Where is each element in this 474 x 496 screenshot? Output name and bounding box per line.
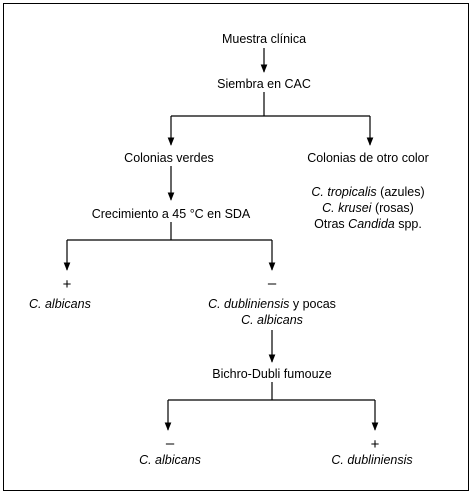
- node-other-colonies: Colonias de otro color: [307, 151, 429, 165]
- node-growth-negative-result-line-2: C. albicans: [241, 312, 303, 328]
- other-species-line-3: Otras Candida spp.: [314, 216, 422, 232]
- prefix: Otras: [314, 217, 345, 231]
- bichro-positive-sign: +: [370, 436, 380, 453]
- species-name: C. albicans: [29, 297, 91, 311]
- suffix: spp.: [398, 217, 422, 231]
- node-green-colonies: Colonias verdes: [124, 151, 214, 165]
- node-growth-test: Crecimiento a 45 °C en SDA: [91, 207, 251, 221]
- genus-name: Candida: [348, 217, 395, 231]
- other-species-line-2: C. krusei (rosas): [322, 200, 414, 216]
- species-name: C. krusei: [322, 201, 372, 215]
- node-growth-negative-result-line-1: C. dubliniensis y pocas: [208, 296, 336, 312]
- color-note: (rosas): [374, 201, 414, 215]
- node-medium: Siembra en CAC: [217, 77, 311, 91]
- node-bichro-test: Bichro-Dubli fumouze: [212, 367, 332, 381]
- species-name: C. albicans: [241, 313, 303, 327]
- color-note: (azules): [380, 185, 425, 199]
- other-species-line-1: C. tropicalis (azules): [311, 184, 424, 200]
- growth-negative-sign: –: [267, 275, 277, 292]
- node-growth-positive-result: C. albicans: [29, 296, 91, 312]
- node-root: Muestra clínica: [221, 32, 307, 46]
- species-name: C. dubliniensis: [331, 453, 413, 467]
- node-bichro-negative-result: C. albicans: [139, 452, 201, 468]
- species-name: C. tropicalis: [311, 185, 377, 199]
- diagram-frame: [3, 3, 469, 491]
- species-name: C. albicans: [139, 453, 201, 467]
- node-bichro-positive-result: C. dubliniensis: [331, 452, 412, 468]
- bichro-negative-sign: –: [165, 435, 175, 452]
- species-name: C. dubliniensis: [208, 297, 290, 311]
- suffix: y pocas: [292, 297, 336, 311]
- growth-positive-sign: +: [62, 276, 72, 293]
